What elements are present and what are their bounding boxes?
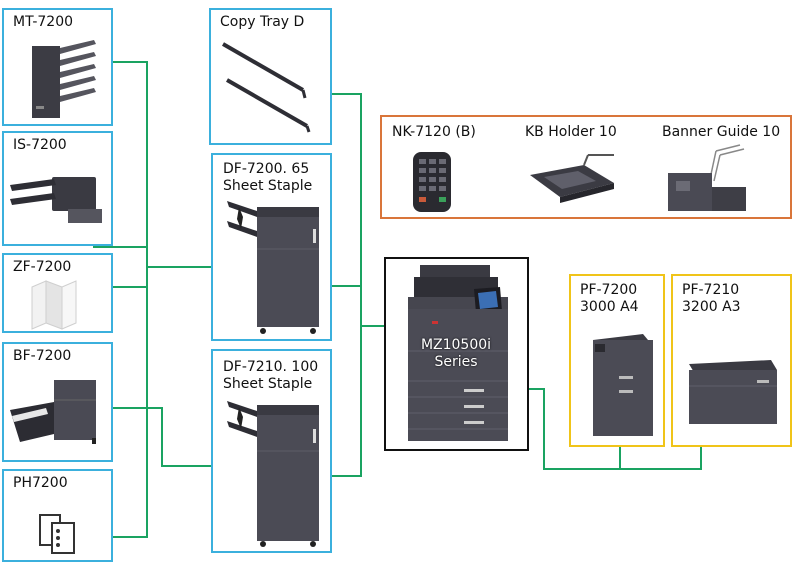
printer-icon: [408, 265, 508, 441]
option-box-copy-tray-d[interactable]: Copy Tray D: [209, 8, 332, 145]
keyboard-holder-icon[interactable]: [522, 153, 622, 215]
mailbox-icon: [32, 40, 96, 118]
option-box-df7200[interactable]: DF-7200. 65 Sheet Staple: [211, 153, 332, 341]
option-box-df7210[interactable]: DF-7210. 100 Sheet Staple: [211, 349, 332, 553]
banner-guide-icon[interactable]: [666, 143, 756, 215]
option-box-zf7200[interactable]: ZF-7200: [2, 253, 113, 333]
punch-hole-icon: [39, 514, 75, 554]
main-unit-label: MZ10500i Series: [420, 337, 492, 370]
booklet-folder-icon: [10, 380, 96, 444]
paper-feeder-icon: [689, 360, 777, 424]
keypad-icon[interactable]: [412, 151, 454, 215]
option-label: BF-7200: [13, 348, 72, 364]
accessory-label-kb-holder: KB Holder 10: [525, 124, 617, 140]
option-label: DF-7210. 100 Sheet Staple: [223, 359, 319, 392]
option-label: MT-7200: [13, 14, 74, 30]
option-box-is7200[interactable]: IS-7200: [2, 131, 113, 246]
option-label: ZF-7200: [13, 259, 72, 275]
accessories-box: NK-7120 (B) KB Holder 10 Banner Guide 10: [380, 115, 792, 219]
accessory-label-nk7120: NK-7120 (B): [392, 124, 476, 140]
option-label: PH7200: [13, 475, 68, 491]
feeder-box-pf7200[interactable]: PF-7200 3000 A4: [569, 274, 665, 447]
option-label: Copy Tray D: [220, 14, 305, 30]
z-fold-icon: [31, 280, 77, 330]
option-label: IS-7200: [13, 137, 67, 153]
option-box-ph7200[interactable]: PH7200: [2, 469, 113, 562]
paper-feeder-icon: [593, 334, 653, 436]
inner-shift-tray-icon: [10, 177, 102, 223]
option-label: DF-7200. 65 Sheet Staple: [223, 161, 313, 194]
finisher-icon: [227, 201, 319, 334]
copy-tray-icon: [222, 42, 311, 133]
feeder-box-pf7210[interactable]: PF-7210 3200 A3: [671, 274, 792, 447]
main-unit-box[interactable]: MZ10500i Series: [384, 257, 529, 451]
option-box-bf7200[interactable]: BF-7200: [2, 342, 113, 462]
feeder-label: PF-7200 3000 A4: [580, 282, 639, 315]
feeder-label: PF-7210 3200 A3: [682, 282, 741, 315]
option-box-mt7200[interactable]: MT-7200: [2, 8, 113, 126]
accessory-label-banner-guide: Banner Guide 10: [662, 124, 781, 140]
finisher-icon: [227, 401, 319, 547]
